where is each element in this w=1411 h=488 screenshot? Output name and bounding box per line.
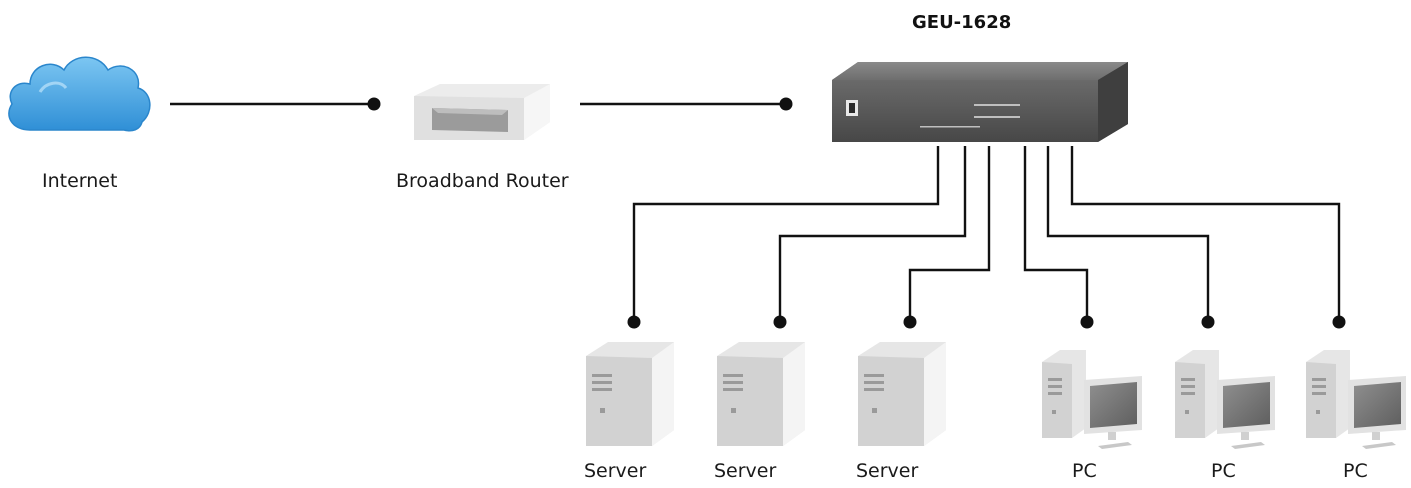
link-switch-server-3 (908, 146, 991, 320)
switch-model-label: GEU-1628 (912, 12, 1012, 33)
endpoint-dot (367, 97, 381, 111)
server-label: Server (714, 460, 777, 482)
endpoint-dot (627, 315, 641, 329)
endpoint-dot (903, 315, 917, 329)
server-label: Server (856, 460, 919, 482)
server-tower-icon (858, 342, 946, 446)
pc-label: PC (1072, 460, 1097, 482)
switch-device-icon (832, 62, 1128, 142)
link-switch-pc-1 (1023, 146, 1089, 320)
internet-label: Internet (42, 170, 118, 192)
link-switch-server-2 (778, 146, 967, 320)
server-tower-icon (586, 342, 674, 446)
desktop-pc-icon (1042, 350, 1142, 449)
endpoint-dot (1332, 315, 1346, 329)
server-label: Server (584, 460, 647, 482)
link-switch-server-1 (632, 146, 940, 320)
endpoint-dot (1080, 315, 1094, 329)
pc-label: PC (1211, 460, 1236, 482)
desktop-pc-icon (1175, 350, 1275, 449)
desktop-pc-icon (1306, 350, 1406, 449)
router-icon (414, 84, 550, 140)
server-tower-icon (717, 342, 805, 446)
endpoint-dot (779, 97, 793, 111)
link-switch-pc-3 (1070, 146, 1341, 320)
link-switch-pc-2 (1046, 146, 1210, 320)
endpoint-dot (1201, 315, 1215, 329)
endpoint-dot (773, 315, 787, 329)
connection-endpoints (367, 97, 1346, 329)
connection-lines (170, 102, 1341, 320)
router-label: Broadband Router (396, 170, 569, 192)
pc-label: PC (1343, 460, 1368, 482)
cloud-icon (8, 56, 151, 132)
